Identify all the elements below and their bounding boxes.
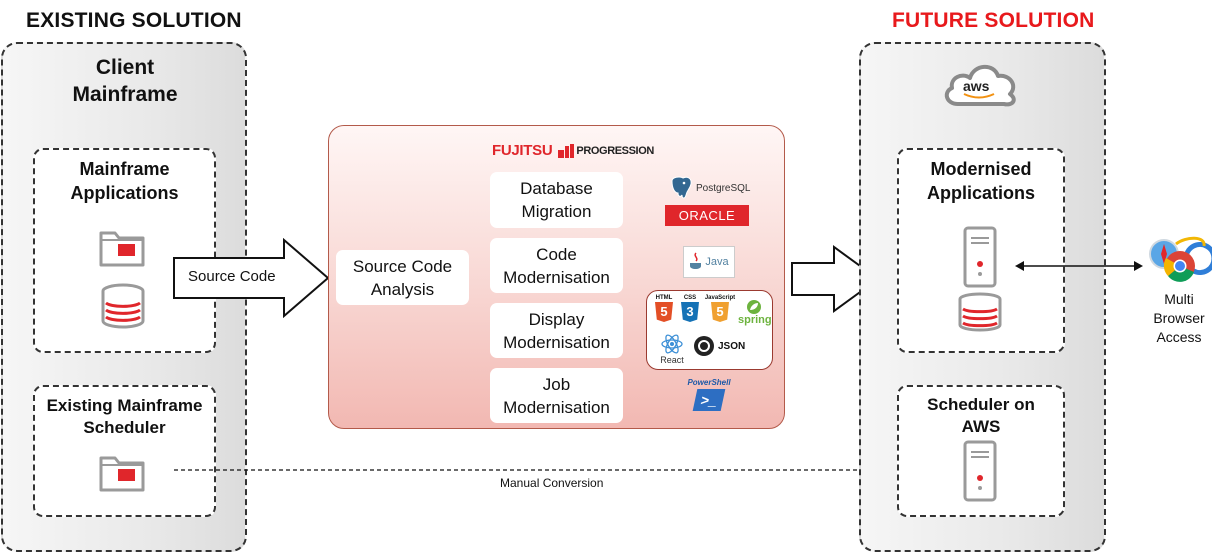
server-icon <box>963 226 997 288</box>
step-line2: Modernisation <box>503 397 610 417</box>
step-line2: Modernisation <box>503 332 610 352</box>
aws-scheduler-line1: Scheduler on <box>927 395 1035 414</box>
existing-solution-heading: EXISTING SOLUTION <box>26 9 242 32</box>
aws-cloud-icon <box>944 64 1016 107</box>
scheduler-title-line2: Scheduler <box>83 418 166 437</box>
elephant-icon <box>671 176 692 199</box>
step-line1: Code <box>536 244 577 264</box>
browser-line2: Browser <box>1153 310 1205 326</box>
source-code-arrow <box>173 238 330 318</box>
client-title-line1: Client <box>95 56 155 79</box>
browser-line3: Access <box>1156 329 1202 345</box>
java-logo: Java <box>683 246 735 278</box>
css3-number: 3 <box>686 304 694 319</box>
javascript-label: JavaScript <box>704 295 736 301</box>
code-modernisation-box: Code Modernisation <box>490 238 623 293</box>
json-label: JSON <box>718 340 746 352</box>
existing-scheduler-box <box>33 385 216 517</box>
future-solution-heading: FUTURE SOLUTION <box>892 9 1095 32</box>
step-line2: Migration <box>521 202 592 221</box>
scheduler-server-icon <box>963 440 997 502</box>
java-cup-icon <box>690 252 702 269</box>
react-label: React <box>660 355 684 365</box>
existing-scheduler-title: Existing Mainframe Scheduler <box>33 395 216 439</box>
job-modernisation-box: Job Modernisation <box>490 368 623 423</box>
java-label: Java <box>705 256 729 268</box>
javascript-logo: JavaScript 5 <box>702 295 738 322</box>
modern-database-icon <box>958 292 1002 332</box>
scheduler-folder-icon <box>99 456 145 492</box>
progression-wordmark: PROGRESSION <box>576 144 654 157</box>
html5-shield-icon: 5 <box>655 302 673 322</box>
modern-apps-line1: Modernised <box>930 159 1032 179</box>
mainframe-applications-title: Mainframe Applications <box>33 157 216 205</box>
client-title-line2: Mainframe <box>72 83 178 106</box>
fujitsu-logo: FUJITSU PROGRESSION <box>492 142 654 159</box>
spring-leaf-icon <box>747 300 761 314</box>
html5-logo: HTML 5 <box>653 295 675 322</box>
source-code-analysis-box: Source Code Analysis <box>336 250 469 305</box>
javascript-shield-icon: 5 <box>711 302 729 322</box>
aws-label: aws <box>963 78 990 94</box>
manual-conversion-label: Manual Conversion <box>500 476 604 490</box>
powershell-prompt-icon: >_ <box>692 389 726 411</box>
browser-line1: Multi <box>1164 291 1194 307</box>
aws-smile-icon <box>963 93 995 99</box>
oracle-label: ORACLE <box>678 208 736 223</box>
display-modernisation-box: Display Modernisation <box>490 303 623 358</box>
apps-title-line1: Mainframe <box>79 159 170 179</box>
scheduler-title-line1: Existing Mainframe <box>46 396 203 415</box>
html5-label: HTML <box>655 295 673 301</box>
react-atom-icon <box>661 334 683 354</box>
json-icon <box>694 336 714 356</box>
css3-logo: CSS 3 <box>679 295 701 322</box>
modern-apps-line2: Applications <box>926 183 1035 203</box>
postgresql-label: PostgreSQL <box>696 182 751 194</box>
browser-icons <box>1149 236 1212 282</box>
css3-shield-icon: 3 <box>681 302 699 322</box>
output-arrow <box>791 245 880 313</box>
progression-mark-icon <box>558 143 575 158</box>
aws-scheduler-line2: AWS <box>961 417 1001 436</box>
json-logo: JSON <box>693 335 745 357</box>
step-line2: Modernisation <box>503 267 610 287</box>
powershell-label: PowerShell <box>687 378 731 387</box>
react-logo: React <box>655 333 689 365</box>
analysis-line1: Source Code <box>352 256 453 276</box>
spring-label: spring <box>738 314 772 326</box>
postgresql-logo: PostgreSQL <box>668 175 750 201</box>
client-mainframe-title: Client Mainframe <box>30 54 220 108</box>
html5-number: 5 <box>660 304 668 319</box>
oracle-logo: ORACLE <box>665 205 749 226</box>
modernised-applications-title: Modernised Applications <box>897 157 1065 205</box>
aws-scheduler-title: Scheduler on AWS <box>897 394 1065 438</box>
multi-browser-label: Multi Browser Access <box>1148 290 1210 347</box>
javascript-number: 5 <box>716 304 724 319</box>
step-line1: Job <box>542 374 571 394</box>
powershell-logo: PowerShell >_ <box>686 378 732 411</box>
bidirectional-arrow <box>1015 261 1143 271</box>
step-line1: Database <box>520 179 593 198</box>
database-migration-box: Database Migration <box>490 172 623 228</box>
spring-logo: spring <box>738 299 772 326</box>
fujitsu-wordmark: FUJITSU <box>492 142 553 159</box>
css3-label: CSS <box>683 295 697 301</box>
step-line1: Display <box>528 309 585 329</box>
database-icon <box>101 283 145 329</box>
manual-conversion-arrow <box>174 465 886 475</box>
analysis-line2: Analysis <box>370 279 435 299</box>
folder-icon <box>99 231 145 267</box>
apps-title-line2: Applications <box>70 183 179 203</box>
source-code-label: Source Code <box>188 268 276 285</box>
